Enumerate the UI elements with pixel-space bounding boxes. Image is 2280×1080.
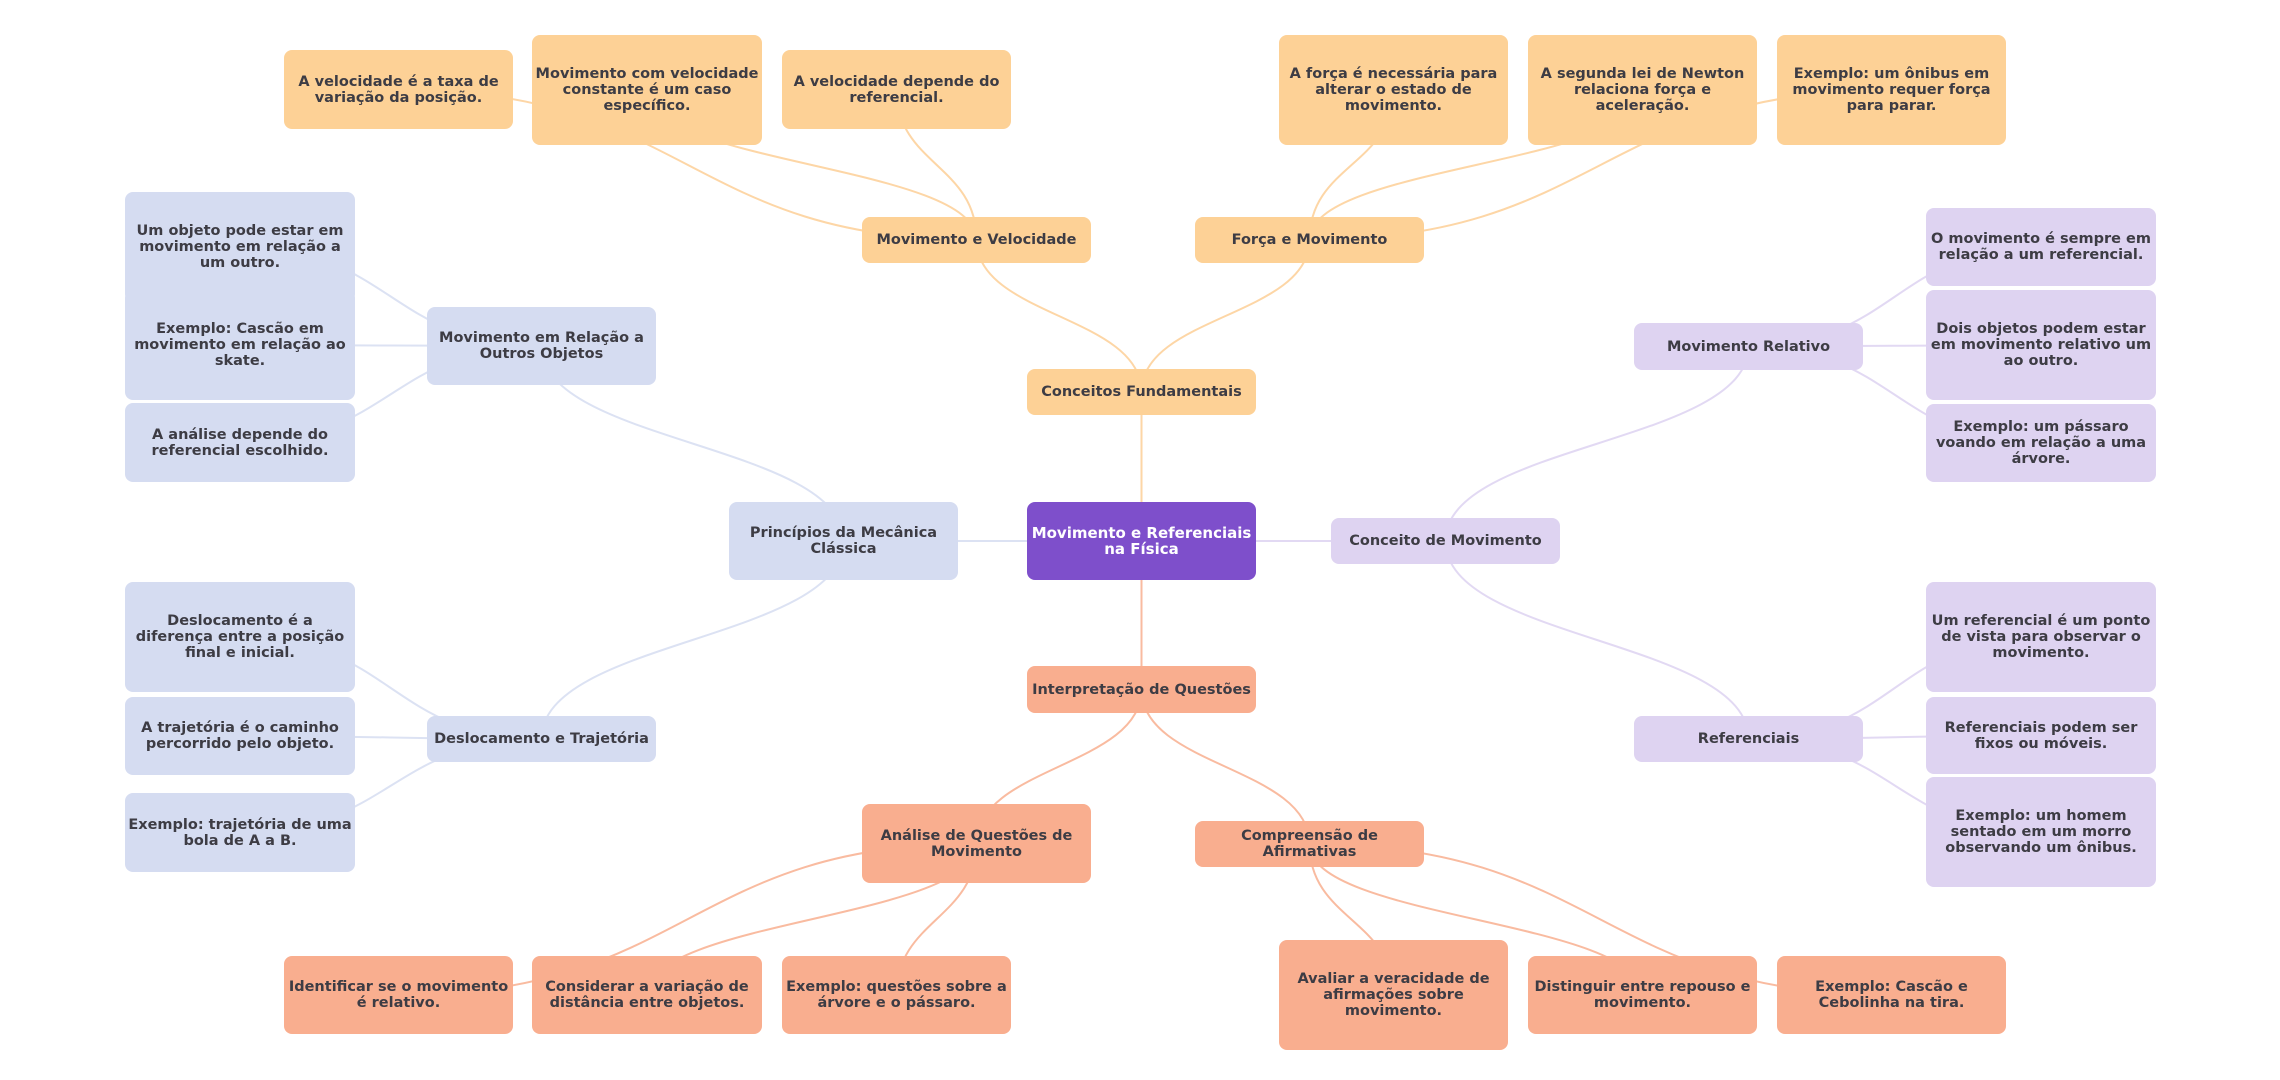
root-node[interactable]: Movimento e Referenciais na Física [1027, 502, 1256, 580]
leaf-node[interactable]: Exemplo: um homem sentado em um morro ob… [1926, 777, 2156, 887]
leaf-node[interactable]: Referenciais podem ser fixos ou móveis. [1926, 697, 2156, 774]
leaf-node[interactable]: A segunda lei de Newton relaciona força … [1528, 35, 1757, 145]
leaf-node[interactable]: A trajetória é o caminho percorrido pelo… [125, 697, 355, 775]
topic-referenciais[interactable]: Referenciais [1634, 716, 1863, 762]
edge-mv [975, 239, 1143, 393]
leaf-node[interactable]: Exemplo: Cascão e Cebolinha na tira. [1777, 956, 2006, 1034]
topic-deslocamento-trajetoria[interactable]: Deslocamento e Trajetória [427, 716, 656, 762]
leaf-node[interactable]: Movimento com velocidade constante é um … [532, 35, 762, 145]
leaf-node[interactable]: Exemplo: um ônibus em movimento requer f… [1777, 35, 2006, 145]
leaf-node[interactable]: Considerar a variação de distância entre… [532, 956, 762, 1034]
leaf-node[interactable]: Exemplo: trajetória de uma bola de A a B… [125, 793, 355, 872]
branch-principios-mecanica[interactable]: Princípios da Mecânica Clássica [729, 502, 958, 580]
topic-compreensao-afirmativas[interactable]: Compreensão de Afirmativas [1195, 821, 1424, 867]
topic-analise-questoes[interactable]: Análise de Questões de Movimento [862, 804, 1091, 883]
leaf-node[interactable]: Exemplo: Cascão em movimento em relação … [125, 290, 355, 400]
branch-conceitos-fundamentais[interactable]: Conceitos Fundamentais [1027, 369, 1256, 415]
leaf-node[interactable]: A velocidade depende do referencial. [782, 50, 1011, 129]
leaf-node[interactable]: Identificar se o movimento é relativo. [284, 956, 513, 1034]
leaf-node[interactable]: Avaliar a veracidade de afirmações sobre… [1279, 940, 1508, 1050]
leaf-node[interactable]: Exemplo: questões sobre a árvore e o pás… [782, 956, 1011, 1034]
edge-fm [1140, 239, 1311, 393]
edge-mrel [1444, 346, 1750, 542]
leaf-node[interactable]: O movimento é sempre em relação a um ref… [1926, 208, 2156, 286]
edge-ca [1140, 689, 1311, 845]
leaf-node[interactable]: Um objeto pode estar em movimento em rel… [125, 192, 355, 302]
leaf-node[interactable]: Um referencial é um ponto de vista para … [1926, 582, 2156, 692]
edge-ref [1444, 540, 1750, 740]
leaf-node[interactable]: A velocidade é a taxa de variação da pos… [284, 50, 513, 129]
leaf-node[interactable]: A análise depende do referencial escolhi… [125, 403, 355, 482]
leaf-node[interactable]: A força é necessária para alterar o esta… [1279, 35, 1508, 145]
topic-movimento-relacao[interactable]: Movimento em Relação a Outros Objetos [427, 307, 656, 385]
topic-movimento-relativo[interactable]: Movimento Relativo [1634, 323, 1863, 370]
topic-movimento-velocidade[interactable]: Movimento e Velocidade [862, 217, 1091, 263]
leaf-node[interactable]: Deslocamento é a diferença entre a posiç… [125, 582, 355, 692]
leaf-node[interactable]: Distinguir entre repouso e movimento. [1528, 956, 1757, 1034]
leaf-node[interactable]: Exemplo: um pássaro voando em relação a … [1926, 404, 2156, 482]
topic-forca-movimento[interactable]: Força e Movimento [1195, 217, 1424, 263]
branch-conceito-movimento[interactable]: Conceito de Movimento [1331, 518, 1560, 564]
branch-interpretacao-questoes[interactable]: Interpretação de Questões [1027, 666, 1256, 713]
leaf-node[interactable]: Dois objetos podem estar em movimento re… [1926, 290, 2156, 400]
